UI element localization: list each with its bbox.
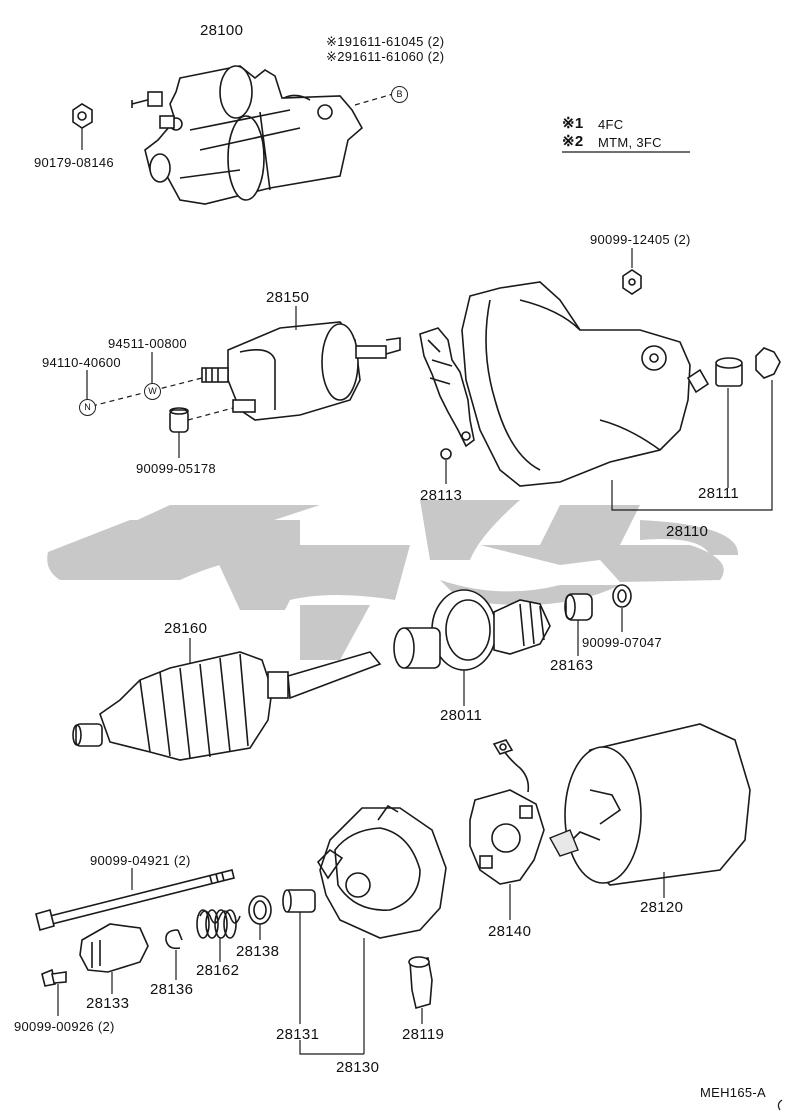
label-90099-00926: 90099-00926 (2)	[14, 1019, 115, 1034]
label-90099-04921: 90099-04921 (2)	[90, 853, 191, 868]
label-28119: 28119	[402, 1026, 445, 1043]
bushing-28111	[715, 357, 743, 387]
plug-28119	[408, 956, 433, 1024]
legend-mark-2: ※2	[562, 133, 584, 150]
starter-housing-28110	[461, 281, 773, 511]
starter-assembly-28100	[131, 65, 364, 205]
legend-text-2: MTM, 3FC	[598, 135, 662, 150]
label-90099-07047: 90099-07047	[582, 635, 662, 650]
bushing-28131	[282, 889, 316, 1024]
marker-W: W	[144, 383, 161, 400]
lead-plate-28113	[419, 327, 475, 484]
label-28138: 28138	[236, 943, 280, 960]
label-28162: 28162	[196, 962, 240, 979]
yoke-28120	[549, 723, 751, 898]
label-28111: 28111	[698, 485, 739, 502]
armature-28160	[72, 638, 382, 761]
label-94511-00800: 94511-00800	[108, 336, 187, 351]
legend-text-1: 4FC	[598, 117, 624, 132]
label-90099-12405: 90099-12405 (2)	[590, 232, 691, 247]
grommet-90099-05178	[169, 407, 189, 458]
label-28120: 28120	[640, 899, 684, 916]
nut-90099-12405	[622, 248, 642, 295]
end-frame-28130	[316, 804, 447, 1054]
brush-holder-28140	[469, 739, 545, 920]
marker-B: B	[391, 86, 408, 103]
label-28100: 28100	[200, 22, 244, 39]
corner-mark	[777, 1099, 783, 1111]
label-28011: 28011	[440, 707, 483, 724]
label-28160: 28160	[164, 620, 208, 637]
starter-clutch-28011	[393, 589, 551, 706]
leader-28130-group	[299, 1040, 364, 1055]
leader-05178	[187, 407, 234, 421]
nut-90179-08146	[72, 103, 93, 150]
marker-N: N	[79, 399, 96, 416]
label-94110-40600: 94110-40600	[42, 355, 121, 370]
label-90099-05178: 90099-05178	[136, 461, 216, 476]
label-28110: 28110	[666, 523, 709, 540]
screw-90099-00926	[41, 968, 67, 1016]
o-ring-28138	[248, 895, 272, 940]
label-28133: 28133	[86, 995, 130, 1012]
label-28131: 28131	[276, 1026, 320, 1043]
watermark-logo	[47, 500, 739, 660]
label-28100-alt1: ※191611-61045 (2)	[326, 34, 445, 49]
housing-cap	[755, 347, 781, 379]
leader-28100-B	[354, 93, 394, 106]
legend-mark-1: ※1	[562, 115, 584, 132]
label-28140: 28140	[488, 923, 532, 940]
label-28136: 28136	[150, 981, 194, 998]
label-90179-08146: 90179-08146	[34, 155, 114, 170]
magnetic-switch-28150	[201, 306, 401, 421]
spring-28162	[196, 909, 241, 962]
through-bolt-90099-04921	[35, 868, 235, 931]
label-28113: 28113	[420, 487, 463, 504]
label-28130: 28130	[336, 1059, 380, 1076]
label-28163: 28163	[550, 657, 594, 674]
label-28150: 28150	[266, 289, 310, 306]
snap-ring-90099-07047	[612, 584, 632, 632]
clip-28136	[165, 929, 183, 980]
label-28100-alt2: ※291611-61060 (2)	[326, 49, 445, 64]
ring-28163	[564, 593, 593, 656]
cover-28133	[79, 923, 149, 994]
diagram-code: MEH165-A	[700, 1085, 766, 1100]
